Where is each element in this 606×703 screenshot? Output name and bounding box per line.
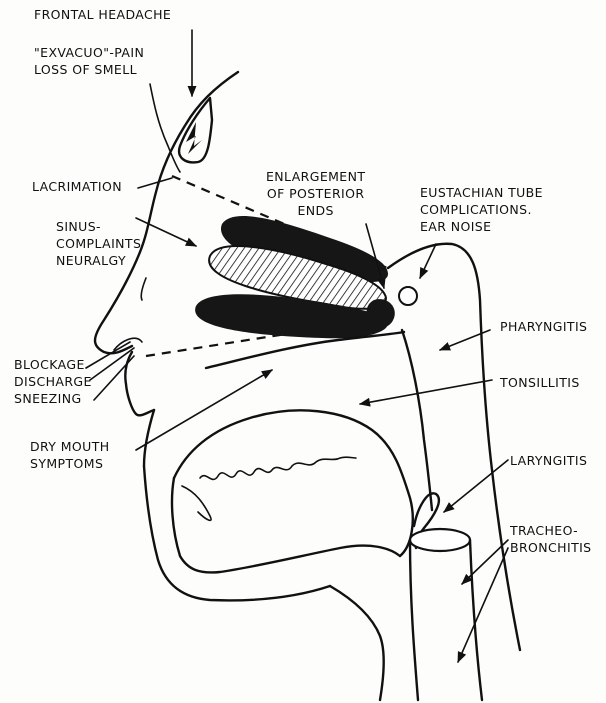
label-tracheo-line-2: BRONCHITIS <box>510 539 592 556</box>
neck-front-line <box>330 586 384 700</box>
mouth-chin-profile <box>144 410 154 466</box>
label-sinus-line-1: SINUS- <box>56 218 141 235</box>
label-laryngitis: LARYNGITIS <box>510 452 587 469</box>
label-pharyngitis-text: PHARYNGITIS <box>500 318 587 335</box>
label-tonsillitis: TONSILLITIS <box>500 374 580 391</box>
label-frontal-headache: FRONTAL HEADACHE <box>34 6 171 23</box>
label-dry-mouth-line-2: SYMPTOMS <box>30 455 110 472</box>
label-tonsillitis-text: TONSILLITIS <box>500 374 580 391</box>
tongue-surface-wave <box>200 457 356 479</box>
tongue-outline <box>174 410 413 556</box>
label-blockage-line-3: SNEEZING <box>14 390 92 407</box>
lacrimation-pointer <box>138 178 172 188</box>
label-enlargement-line-2: OF POSTERIOR <box>266 185 365 202</box>
label-sinus-line-2: COMPLAINTS <box>56 235 141 252</box>
frontal-sinus-shape <box>179 98 212 162</box>
pharynx-anterior-wall <box>402 330 432 510</box>
label-tracheo-line-1: TRACHEO- <box>510 522 592 539</box>
eustachian-tube-opening <box>399 287 417 305</box>
exvacuo-pointer <box>150 84 180 172</box>
label-frontal-headache-text: FRONTAL HEADACHE <box>34 6 171 23</box>
label-pharyngitis: PHARYNGITIS <box>500 318 587 335</box>
trachea-opening <box>410 529 470 551</box>
label-blockage: BLOCKAGE DISCHARGE SNEEZING <box>14 356 92 407</box>
label-lacrimation-text: LACRIMATION <box>32 178 122 195</box>
label-sinus-complaints: SINUS- COMPLAINTS NEURALGY <box>56 218 141 269</box>
tracheo-arrow-2 <box>458 548 508 662</box>
label-exvacuo-line-1: "EXVACUO"-PAIN <box>34 44 144 61</box>
label-enlargement-line-1: ENLARGEMENT <box>266 168 365 185</box>
label-enlargement: ENLARGEMENT OF POSTERIOR ENDS <box>266 168 365 219</box>
label-enlargement-line-3: ENDS <box>266 202 365 219</box>
sinus-complaints-arrow <box>136 218 196 246</box>
trachea-left-wall <box>410 540 418 700</box>
inner-jaw-flap <box>182 486 211 520</box>
label-blockage-line-1: BLOCKAGE <box>14 356 92 373</box>
label-tracheo-bronchitis: TRACHEO- BRONCHITIS <box>510 522 592 556</box>
label-lacrimation: LACRIMATION <box>32 178 122 195</box>
nostril-line <box>141 278 146 300</box>
label-eustachian-line-2: COMPLICATIONS. <box>420 201 543 218</box>
lower-jaw-line <box>172 478 400 572</box>
tonsillitis-arrow <box>360 380 492 404</box>
label-dry-mouth: DRY MOUTH SYMPTOMS <box>30 438 110 472</box>
label-eustachian-line-3: EAR NOISE <box>420 218 543 235</box>
label-eustachian: EUSTACHIAN TUBE COMPLICATIONS. EAR NOISE <box>420 184 543 235</box>
label-dry-mouth-line-1: DRY MOUTH <box>30 438 110 455</box>
dry-mouth-arrow <box>136 370 272 450</box>
label-laryngitis-text: LARYNGITIS <box>510 452 587 469</box>
label-exvacuo-pain: "EXVACUO"-PAIN LOSS OF SMELL <box>34 44 144 78</box>
laryngitis-arrow <box>444 460 508 512</box>
label-eustachian-line-1: EUSTACHIAN TUBE <box>420 184 543 201</box>
label-exvacuo-line-2: LOSS OF SMELL <box>34 61 144 78</box>
palate-line <box>206 332 404 368</box>
label-sinus-line-3: NEURALGY <box>56 252 141 269</box>
label-blockage-line-2: DISCHARGE <box>14 373 92 390</box>
